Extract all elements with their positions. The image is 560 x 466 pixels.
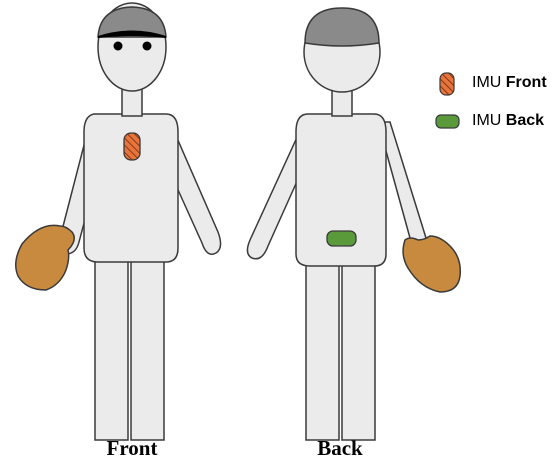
front-left-leg [95,258,128,440]
front-neck [122,88,142,116]
front-glove [16,225,75,290]
back-figure [247,12,427,440]
caption-back: Back [280,436,400,461]
legend-imu-front-label: IMU Front [472,74,547,92]
back-left-leg [306,258,339,440]
legend-imu-front-swatch [440,73,454,95]
legend-imu-back-swatch [436,115,459,128]
front-right-leg [131,258,164,440]
front-figure [59,3,221,440]
legend-imu-back-label: IMU Back [472,112,544,130]
back-glove [403,236,460,292]
back-right-leg [342,258,375,440]
front-left-eye [114,42,123,51]
front-right-eye [143,42,152,51]
imu-back-sensor [327,231,356,246]
caption-front: Front [72,436,192,461]
back-hair [305,8,379,46]
imu-front-sensor [124,133,140,160]
